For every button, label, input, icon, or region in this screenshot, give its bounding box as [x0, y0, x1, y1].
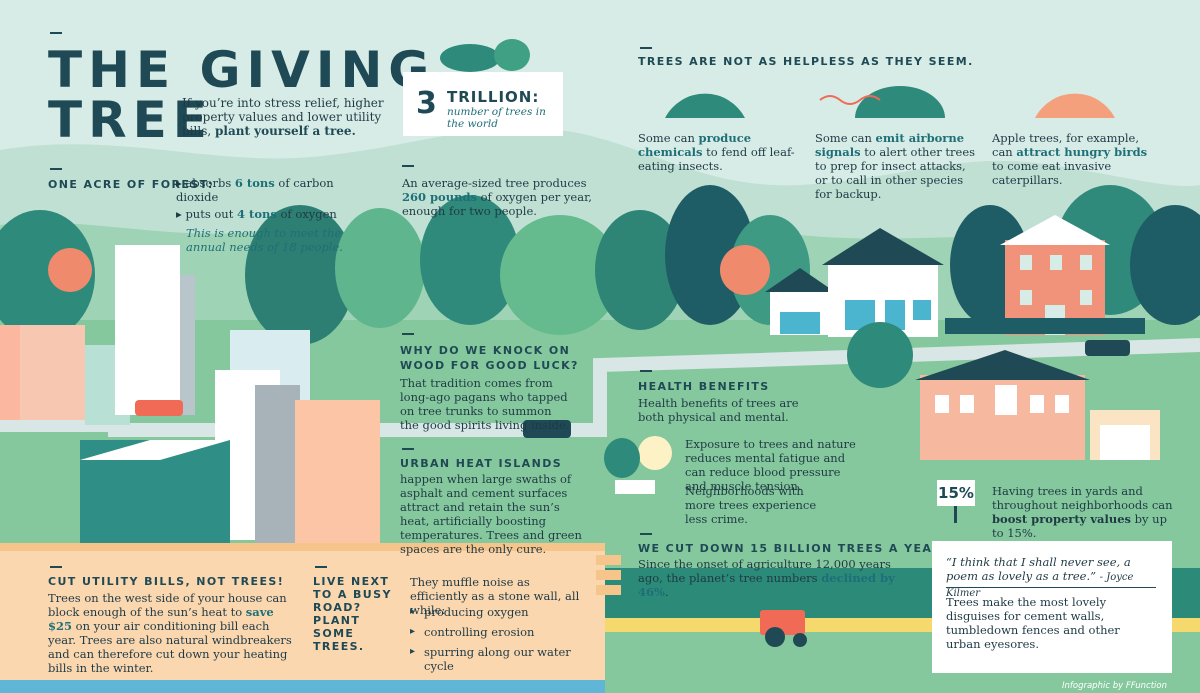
property-text: Having trees in yards and throughout nei…	[992, 484, 1173, 540]
tree-row	[0, 185, 1200, 345]
tree-round	[847, 322, 913, 388]
quote-body: Trees make the most lovely disguises for…	[946, 595, 1120, 651]
helpless-chemicals: Some can produce chemicals to fend off l…	[638, 131, 795, 173]
road-dash	[315, 566, 327, 568]
credit: Infographic by FFunction	[1062, 681, 1167, 691]
health-dash	[640, 370, 652, 372]
leaf-illustration	[665, 93, 745, 118]
bench	[615, 480, 655, 494]
car-far	[1085, 340, 1130, 356]
car-red	[135, 400, 183, 416]
cutdown-heading: WE CUT DOWN 15 BILLION TREES A YEAR.	[638, 542, 948, 555]
salmon-tree	[720, 245, 770, 295]
heat-body: happen when large swaths of asphalt and …	[400, 472, 582, 556]
salmon-tree	[48, 248, 92, 292]
cutdown-body: Since the onset of agriculture 12,000 ye…	[638, 557, 895, 599]
acre-heading: ONE ACRE OF FOREST:	[48, 178, 214, 191]
car-blue	[523, 420, 571, 438]
quote-divider	[946, 587, 1156, 588]
property-badge: 15%	[937, 480, 975, 506]
acre-item-oxygen: ▸ puts out 4 tons of oxygen	[176, 207, 337, 221]
intro-text: If you’re into stress relief, higher pro…	[182, 96, 384, 138]
helpless-birds: Apple trees, for example, can attract hu…	[992, 131, 1148, 187]
water-strip	[0, 680, 605, 693]
health-heading: HEALTH BENEFITS	[638, 380, 770, 393]
oxygen-dash	[402, 165, 414, 167]
road-item: producing oxygen	[410, 605, 590, 619]
acre-list: ▸ absorbs 6 tons of carbon dioxide ▸ put…	[176, 176, 376, 254]
helpless-dash	[640, 47, 652, 49]
hedge	[945, 318, 1145, 334]
road-item: spurring along our water cycle	[410, 645, 590, 673]
title-dash	[50, 32, 62, 34]
oxygen-text: An average-sized tree produces 260 pound…	[402, 176, 592, 218]
utility-heading: CUT UTILITY BILLS, NOT TREES!	[48, 575, 285, 588]
health-p2: Neighborhoods with more trees experience…	[685, 484, 817, 526]
house-peach	[915, 350, 1160, 460]
quote-card: “I think that I shall never see, a poem …	[932, 541, 1172, 673]
knock-dash	[402, 333, 414, 335]
tractor	[760, 610, 807, 647]
trillion-caption: number of trees in the world	[447, 106, 546, 130]
trillion-card: 3 TRILLION: number of trees in the world	[403, 72, 563, 136]
heat-heading: URBAN HEAT ISLANDS	[400, 457, 563, 470]
road-list: producing oxygen controlling erosion spu…	[410, 605, 590, 679]
house-white	[765, 228, 944, 337]
utility-body: Trees on the west side of your house can…	[48, 591, 292, 675]
trillion-number: 3	[416, 86, 437, 121]
intro: If you’re into stress relief, higher pro…	[182, 96, 397, 138]
intro-bold: plant yourself a tree.	[215, 124, 356, 138]
smile-face	[638, 436, 672, 470]
quote-author: - Joyce Kilmer	[946, 572, 1134, 599]
acre-note: This is enough to meet the annual needs …	[186, 226, 343, 254]
road-heading: LIVE NEXT TO A BUSY ROAD? PLANT SOME TRE…	[313, 575, 392, 653]
apple-illustration	[1035, 93, 1115, 118]
helpless-heading: TREES ARE NOT AS HELPLESS AS THEY SEEM.	[638, 55, 974, 68]
quote-text: “I think that I shall never see, a poem …	[946, 555, 1134, 599]
heat-dash	[402, 448, 414, 450]
health-p1: Exposure to trees and nature reduces men…	[685, 437, 856, 493]
utility-dash	[50, 566, 62, 568]
road-item: controlling erosion	[410, 625, 590, 639]
acre-dash	[50, 168, 62, 170]
knock-body: That tradition comes from long-ago pagan…	[400, 376, 570, 432]
acre-item-co2: ▸ absorbs 6 tons of carbon dioxide	[176, 176, 334, 204]
helpless-signals: Some can emit airborne signals to alert …	[815, 131, 976, 201]
cutdown-dash	[640, 533, 652, 535]
knock-heading: WHY DO WE KNOCK ON WOOD FOR GOOD LUCK?	[400, 344, 579, 372]
signal-illustration	[855, 86, 945, 118]
title-line1: THE GIVING	[48, 41, 436, 99]
health-intro: Health benefits of trees are both physic…	[638, 396, 799, 424]
city	[0, 245, 380, 550]
title-line2: TREE	[48, 91, 213, 149]
trillion-word: TRILLION:	[447, 88, 540, 106]
